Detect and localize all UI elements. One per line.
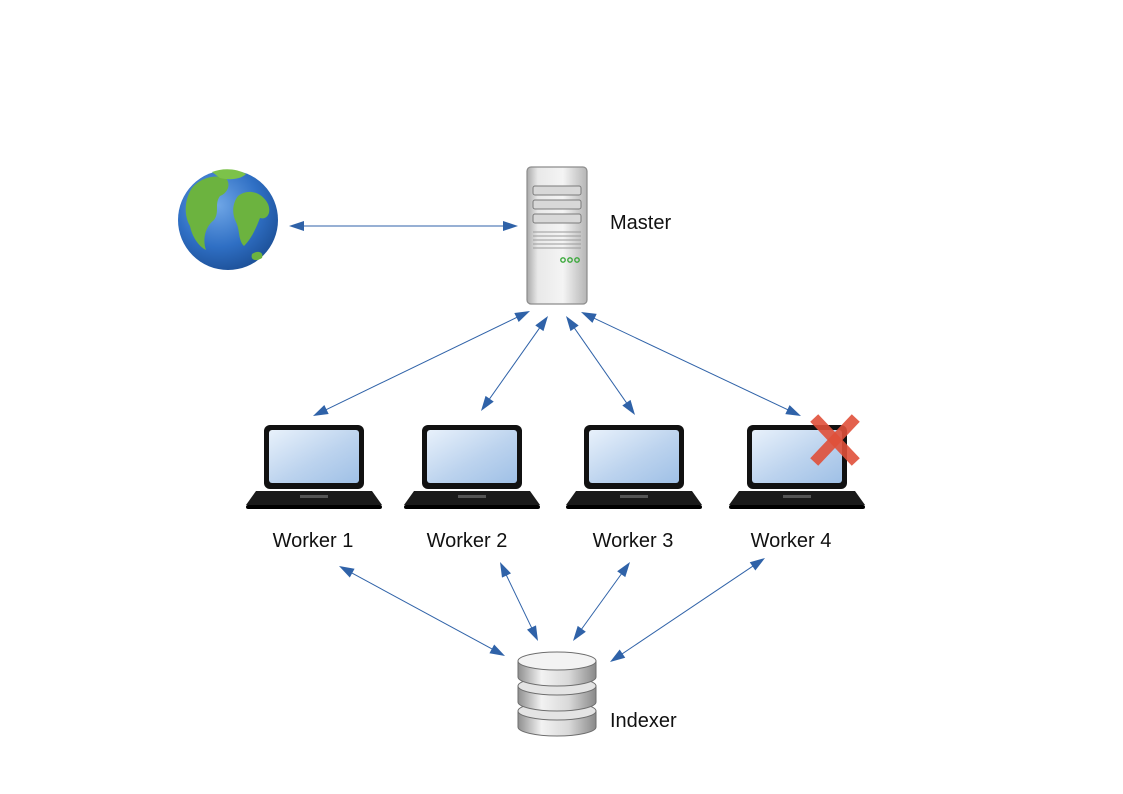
connection-arrow [481,316,548,411]
arrowhead [526,625,538,641]
arrowhead [313,404,329,416]
worker-2-label: Worker 2 [426,530,508,552]
connection-line [319,314,524,413]
arrowhead [500,562,512,578]
connection-line [503,568,535,635]
worker-4-label: Worker 4 [750,530,832,552]
indexer-label: Indexer [610,710,677,732]
connection-arrow [500,562,538,641]
arrowhead [289,221,304,231]
worker-laptops [246,414,865,509]
laptop-icon [246,425,382,509]
arrowhead [610,649,626,662]
arrowhead [535,316,548,332]
connection-line [345,569,499,653]
server-tower-icon [526,166,588,305]
arrowhead [481,395,494,411]
laptop-icon [404,425,540,509]
connection-line [485,322,544,405]
connection-line [616,562,759,658]
laptop-icon [729,425,865,509]
connection-arrow [313,311,530,416]
arrowhead [514,311,530,323]
connection-arrow [610,558,765,662]
connection-arrow [289,221,518,231]
arrowhead [566,316,579,332]
arrowhead [622,399,635,415]
connection-line [588,314,794,414]
arrowhead [785,405,801,416]
connection-line [577,568,626,635]
connection-arrow [566,316,635,415]
connection-arrow [339,566,505,656]
arrowhead [581,312,597,323]
worker-3-label: Worker 3 [592,530,674,552]
globe-icon [178,169,278,270]
arrowhead [573,625,586,641]
failure-x-icon [810,414,860,466]
worker-1-label: Worker 1 [272,530,354,552]
arrowhead [489,644,505,656]
master-label: Master [610,212,672,234]
connection-arrow [581,312,801,416]
laptop-icon [566,425,702,509]
arrowhead [503,221,518,231]
arrowhead [749,558,765,571]
connection-arrow [573,562,630,641]
arrowhead [617,562,630,578]
connection-arrows [289,221,801,662]
arrowhead [339,566,355,578]
database-icon [517,651,597,737]
connection-line [570,322,631,409]
